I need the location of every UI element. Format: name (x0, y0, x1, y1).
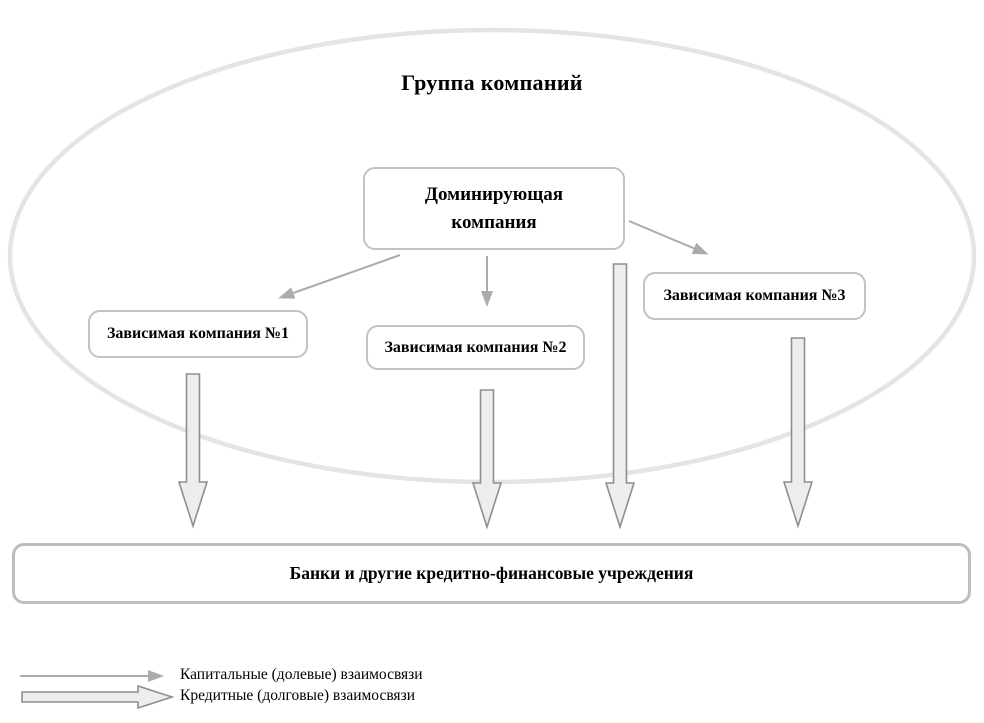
node-subsidiary-2: Зависимая компания №2 (366, 325, 585, 370)
node-dominant-label: Доминирующая компания (424, 183, 564, 233)
credit-arrow-subsidiary1-to-banks (177, 373, 209, 529)
node-banks: Банки и другие кредитно-финансовые учреж… (12, 543, 971, 604)
node-banks-label: Банки и другие кредитно-финансовые учреж… (289, 563, 694, 583)
credit-arrow-subsidiary3-to-banks (782, 337, 814, 529)
node-subsidiary-2-label: Зависимая компания №2 (384, 338, 567, 356)
node-subsidiary-1: Зависимая компания №1 (88, 310, 308, 358)
capital-arrow-to-subsidiary3 (628, 220, 709, 255)
group-title: Группа компаний (401, 70, 583, 95)
capital-arrow-to-subsidiary1 (278, 254, 401, 299)
legend-credit-label: Кредитные (долговые) взаимосвязи (180, 687, 415, 704)
node-subsidiary-1-label: Зависимая компания №1 (106, 325, 290, 343)
node-subsidiary-3: Зависимая компания №3 (643, 272, 866, 320)
legend-capital-label: Капитальные (долевые) взаимосвязи (180, 666, 423, 683)
legend-block-arrow (21, 684, 175, 710)
node-dominant-company: Доминирующая компания (363, 167, 625, 250)
credit-arrow-dominant-to-banks (604, 263, 636, 530)
credit-arrow-subsidiary2-to-banks (471, 389, 503, 530)
node-subsidiary-3-label: Зависимая компания №3 (663, 287, 846, 305)
